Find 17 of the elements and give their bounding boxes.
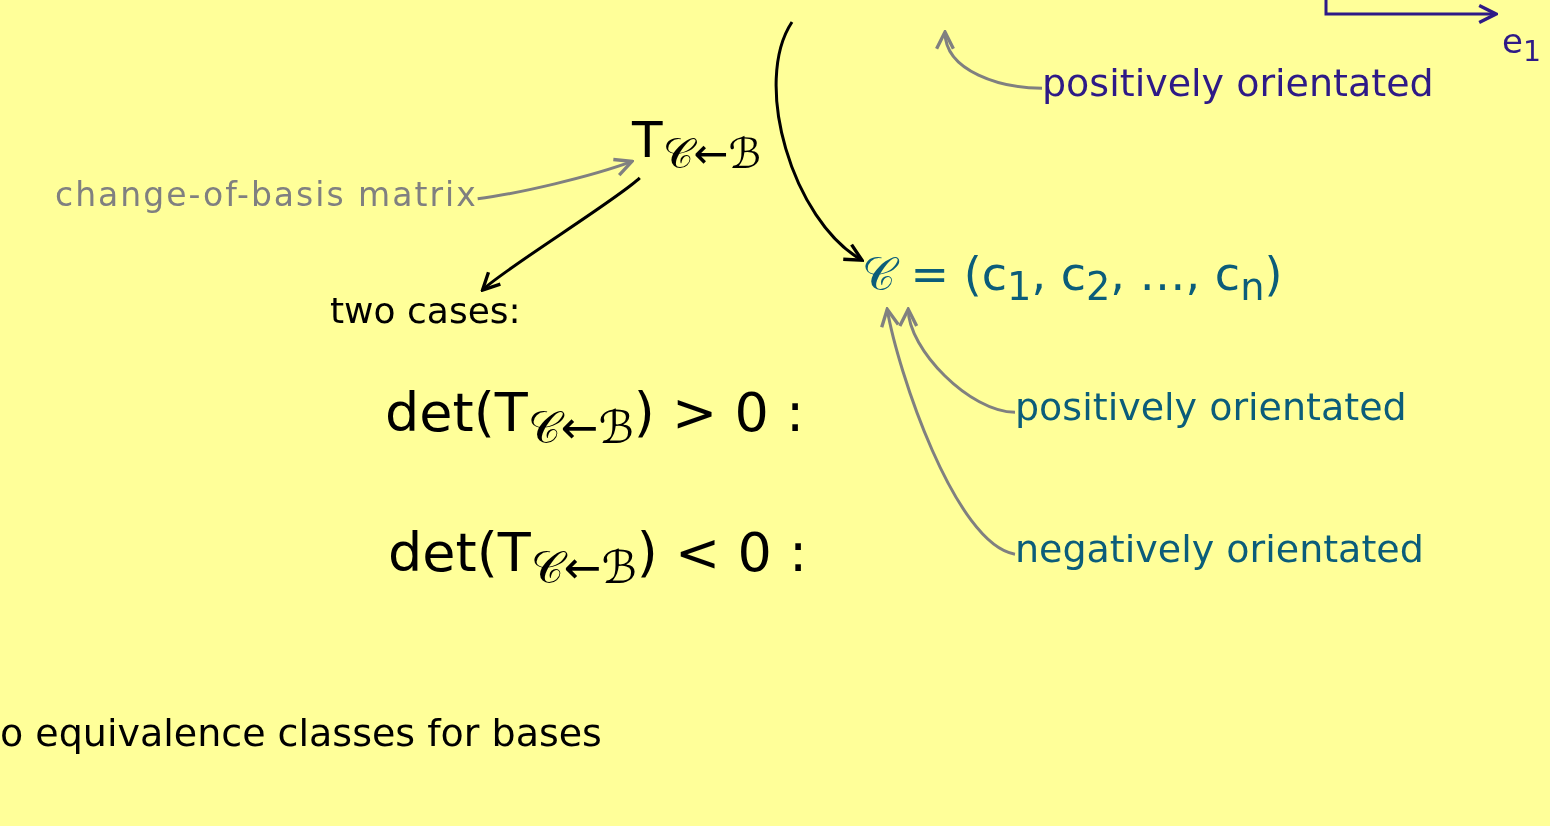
annotation-text: positively orientated <box>1015 386 1407 430</box>
arrow <box>774 21 864 262</box>
annotation-text: negatively orientated <box>1015 528 1424 572</box>
arrow <box>880 307 1016 556</box>
annotation-text: positively orientated <box>1042 62 1434 106</box>
annotation-text: change-of-basis matrix <box>55 176 478 214</box>
arrow <box>900 307 1016 414</box>
basis-formula: 𝒞 = (c$_{1}$, c$_{2}$, …, c$_{n}$) <box>862 248 1283 310</box>
vector-label: e$_{1}$ <box>1502 22 1541 69</box>
matrix-symbol: T$_{𝒞←ℬ}$ <box>632 112 762 178</box>
inequality-formula: det(T$_{𝒞←ℬ}$) < 0 : <box>388 522 808 594</box>
note-text: o equivalence classes for bases <box>0 712 602 756</box>
heading-text: two cases: <box>330 290 521 332</box>
arrow <box>937 30 1043 90</box>
arrow <box>480 176 641 292</box>
arrow <box>477 157 634 201</box>
inequality-formula: det(T$_{𝒞←ℬ}$) > 0 : <box>385 382 805 454</box>
